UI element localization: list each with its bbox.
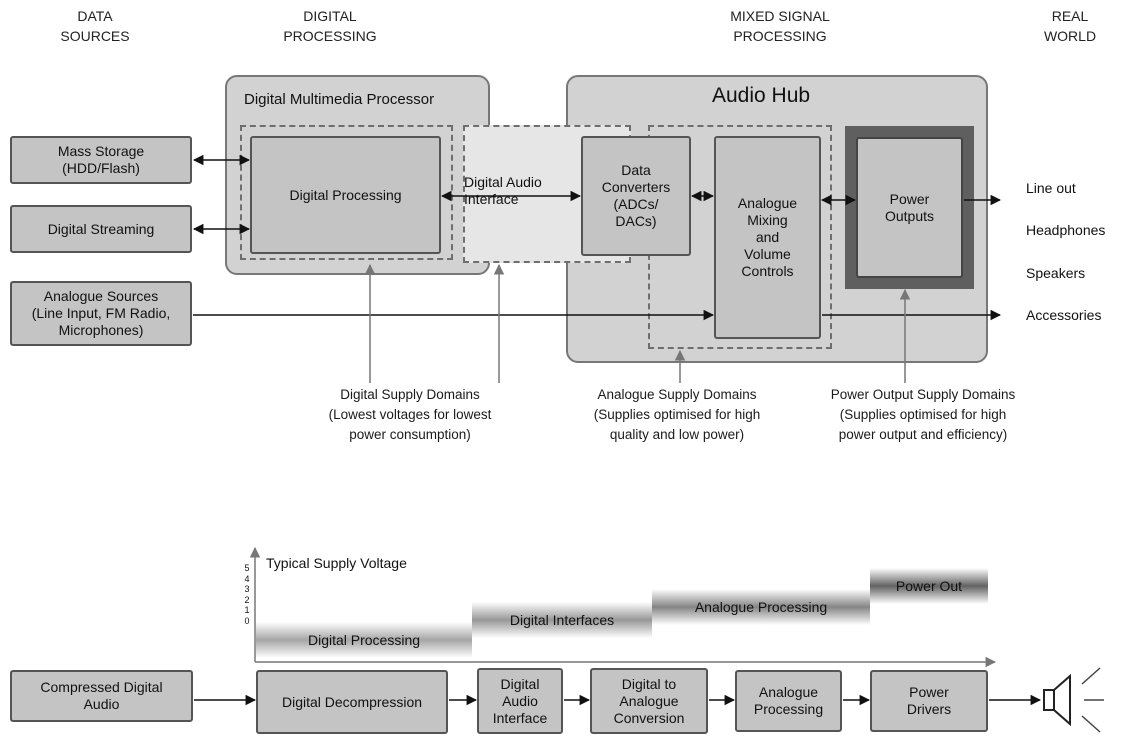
voltage-axis-label: Typical Supply Voltage xyxy=(266,555,407,571)
voltage-tick-5: 5 xyxy=(244,563,250,573)
voltage-tick-2: 2 xyxy=(244,594,250,605)
chain-digital-audio-interface-box: Digital Audio Interface xyxy=(477,668,563,734)
voltage-tick-labels: 5 4 3 2 1 0 xyxy=(242,563,252,627)
output-speakers: Speakers xyxy=(1026,265,1086,281)
band-digital-interfaces: Digital Interfaces xyxy=(472,602,652,638)
digital-to-analogue-box: Digital to Analogue Conversion xyxy=(590,668,708,734)
analogue-sources-box: Analogue Sources (Line Input, FM Radio, … xyxy=(10,281,192,346)
output-accessories: Accessories xyxy=(1026,307,1102,323)
voltage-tick-4: 4 xyxy=(244,573,250,584)
header-mixed-signal: MIXED SIGNAL PROCESSING xyxy=(730,8,830,44)
header-data-sources: DATA SOURCES xyxy=(60,8,130,44)
digital-streaming-box: Digital Streaming xyxy=(10,205,192,253)
digital-supply-caption: Digital Supply Domains (Lowest voltages … xyxy=(328,387,492,442)
processor-title: Digital Multimedia Processor xyxy=(244,91,435,108)
band-analogue-processing: Analogue Processing xyxy=(652,589,870,625)
analogue-mixing-box: Analogue Mixing and Volume Controls xyxy=(714,136,821,339)
data-converters-box: Data Converters (ADCs/ DACs) xyxy=(581,136,691,256)
voltage-tick-3: 3 xyxy=(244,584,250,595)
band-power-out: Power Out xyxy=(870,568,988,604)
audio-hub-title: Audio Hub xyxy=(712,84,811,107)
digital-processing-box: Digital Processing xyxy=(250,136,441,254)
power-drivers-box: Power Drivers xyxy=(870,670,988,732)
power-supply-caption: Power Output Supply Domains (Supplies op… xyxy=(830,387,1016,442)
output-headphones: Headphones xyxy=(1026,222,1106,238)
analogue-supply-caption: Analogue Supply Domains (Supplies optimi… xyxy=(593,387,761,442)
output-line-out: Line out xyxy=(1026,180,1076,196)
mass-storage-box: Mass Storage (HDD/Flash) xyxy=(10,136,192,184)
voltage-tick-1: 1 xyxy=(244,605,250,616)
compressed-digital-audio-box: Compressed Digital Audio xyxy=(10,670,193,722)
power-outputs-box: Power Outputs xyxy=(856,137,963,278)
voltage-tick-0: 0 xyxy=(244,615,250,626)
band-digital-processing: Digital Processing xyxy=(256,622,472,658)
digital-decompression-box: Digital Decompression xyxy=(256,670,448,734)
sound-wave-icon xyxy=(1081,667,1104,733)
header-real-world: REAL WORLD xyxy=(1043,8,1097,44)
header-digital-processing: DIGITAL PROCESSING xyxy=(283,8,377,44)
analogue-processing-box: Analogue Processing xyxy=(735,670,842,732)
speaker-icon xyxy=(1043,673,1071,727)
